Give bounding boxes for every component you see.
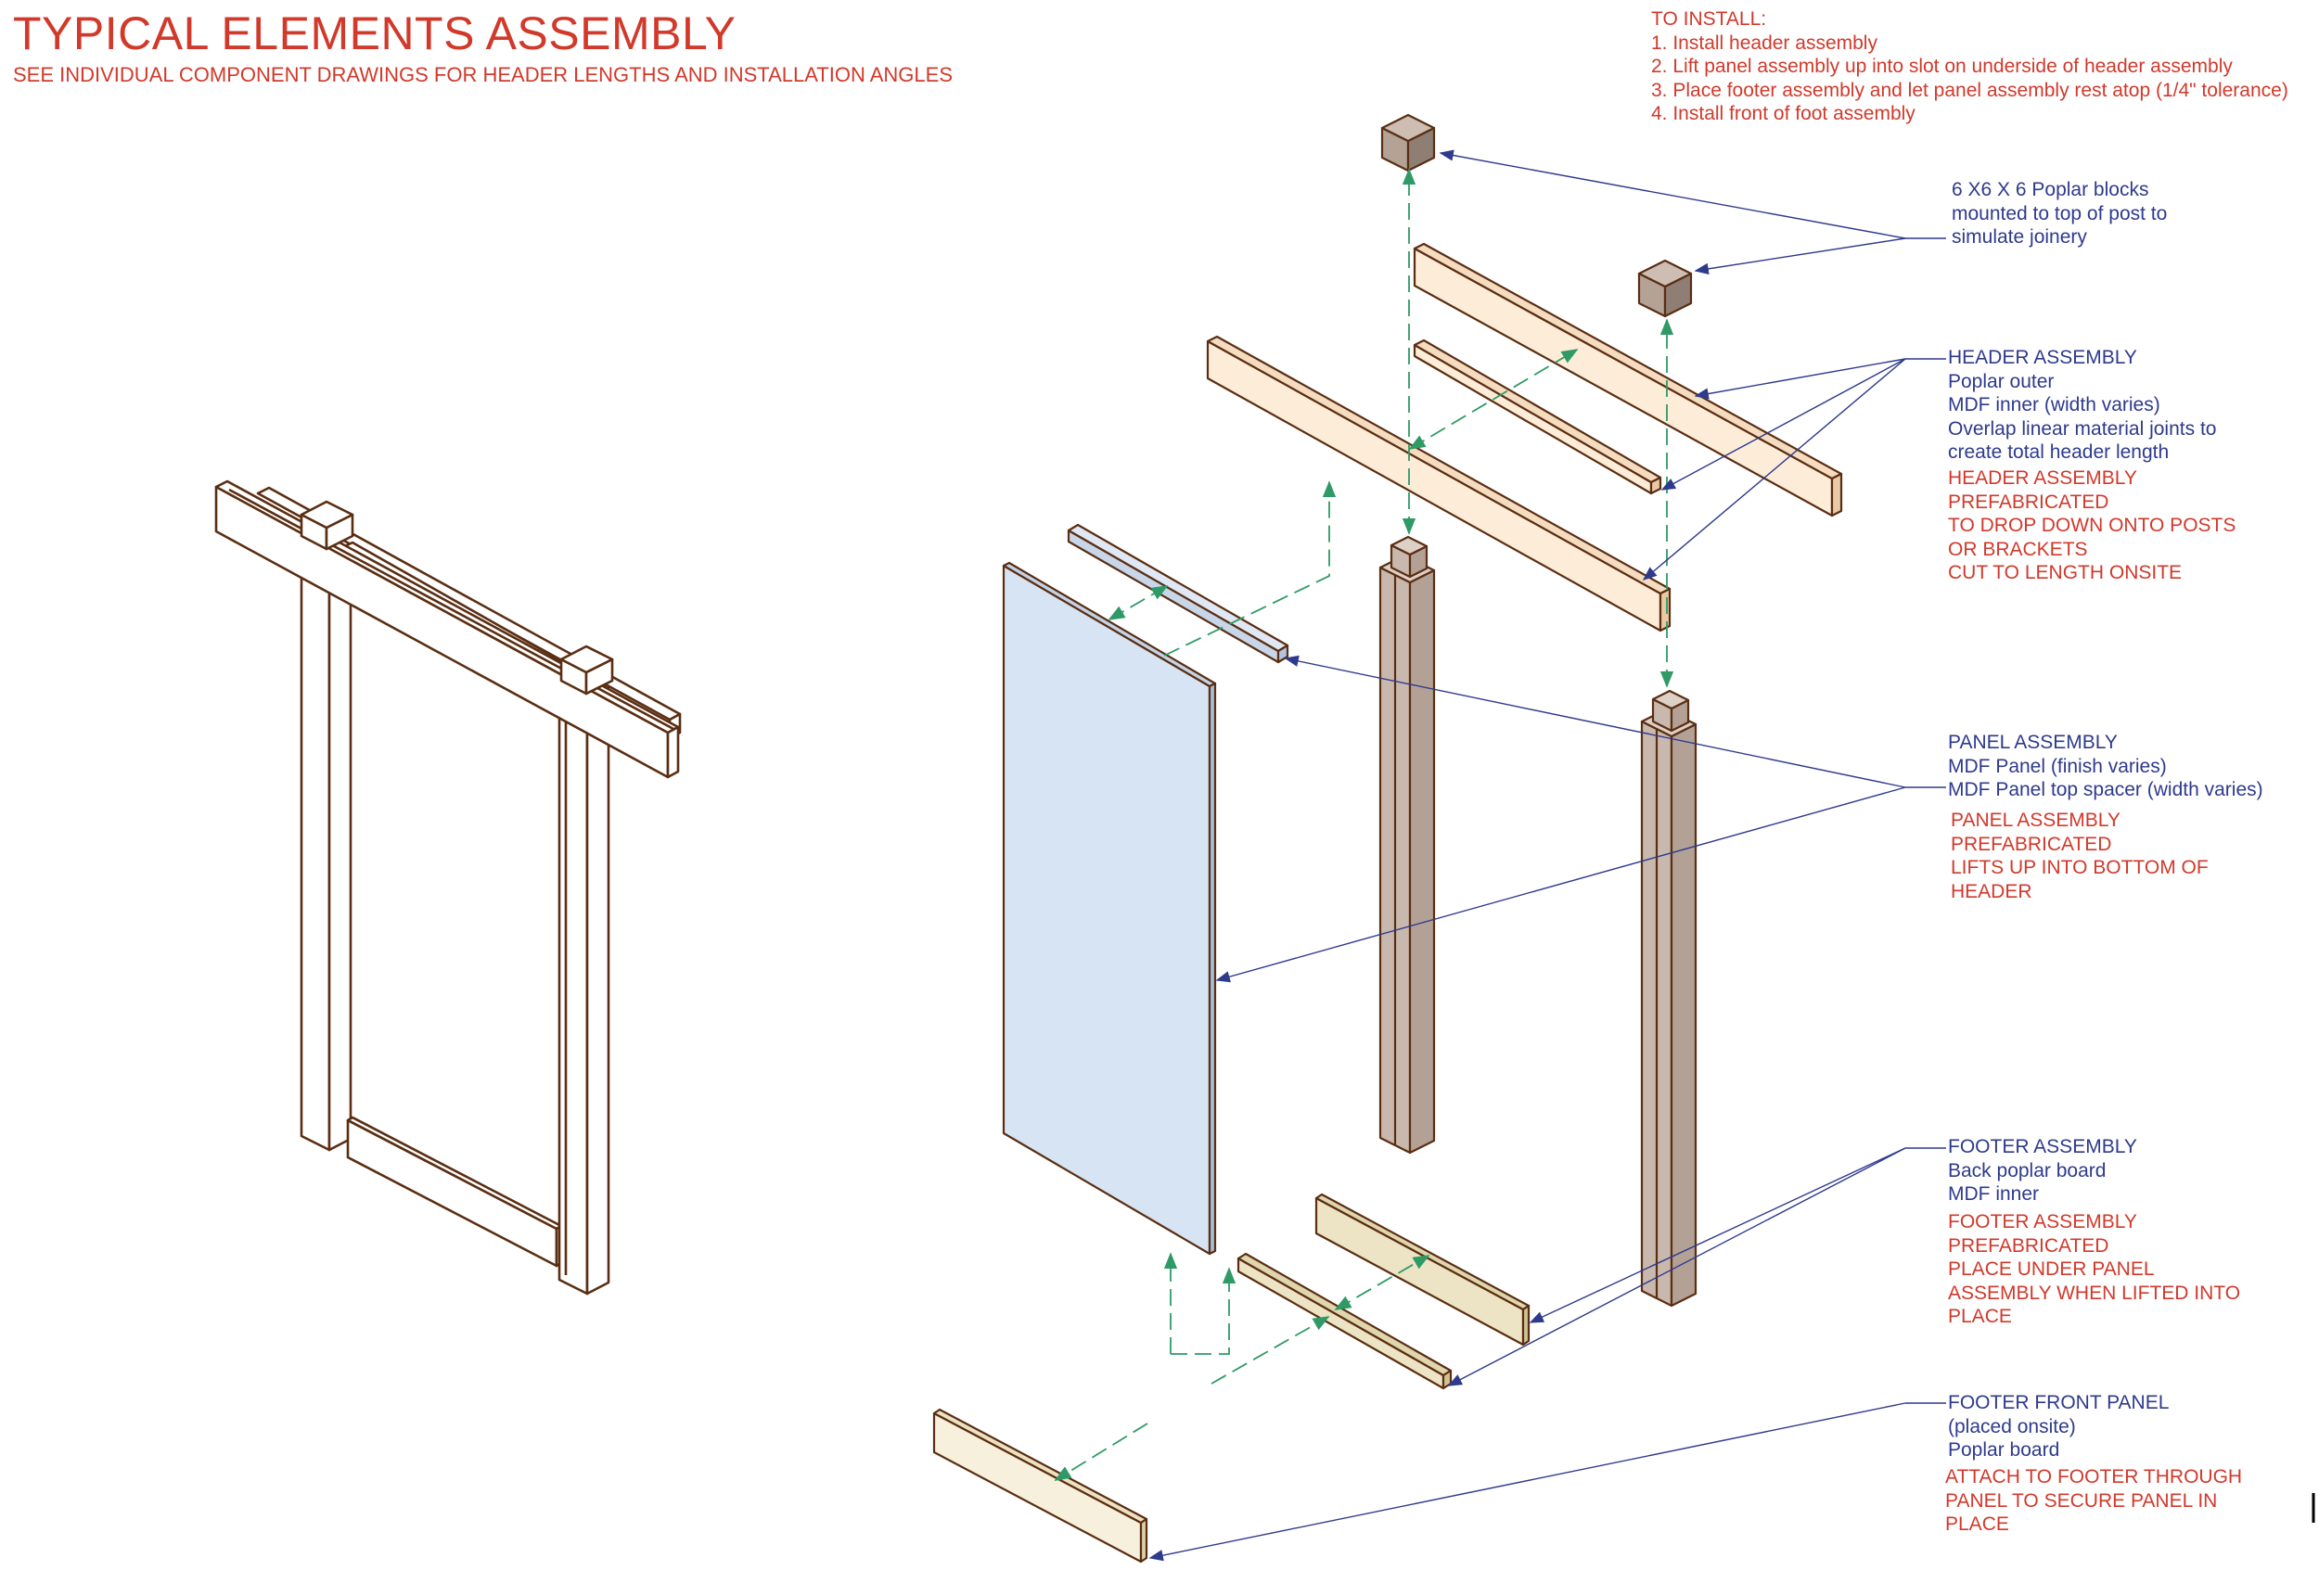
callout-note: TO DROP DOWN ONTO POSTS (1948, 515, 2236, 536)
install-step: 4. Install front of foot assembly (1651, 103, 1915, 124)
install-step: 2. Lift panel assembly up into slot on u… (1651, 56, 2233, 77)
callout-line: MDF inner (1948, 1183, 2040, 1205)
callout-note: PLACE (1948, 1306, 2012, 1327)
mdf-panel (1002, 561, 1217, 1256)
callout-line: HEADER ASSEMBLY (1948, 347, 2137, 368)
callout-note: FOOTER ASSEMBLY (1948, 1211, 2137, 1232)
callout-note: PREFABRICATED (1948, 491, 2109, 513)
callout-panel-notes: PANEL ASSEMBLY PREFABRICATED LIFTS UP IN… (1951, 809, 2209, 903)
callout-line: mounted to top of post to (1952, 202, 2168, 224)
callout-footer-notes: FOOTER ASSEMBLY PREFABRICATED PLACE UNDE… (1948, 1210, 2240, 1329)
callout-note: ATTACH TO FOOTER THROUGH (1945, 1466, 2243, 1487)
callout-line: (placed onsite) (1948, 1415, 2076, 1437)
callout-line: Poplar board (1948, 1439, 2060, 1461)
poplar-block-left (1380, 113, 1436, 172)
footer-front-panel (932, 1408, 1148, 1564)
callout-line: MDF Panel top spacer (width varies) (1948, 779, 2263, 800)
callout-panel-assembly: PANEL ASSEMBLY MDF Panel (finish varies)… (1948, 731, 2263, 802)
callout-note: PANEL TO SECURE PANEL IN (1945, 1489, 2218, 1512)
callout-note: OR BRACKETS (1948, 538, 2088, 560)
callout-line: Overlap linear material joints to (1948, 417, 2217, 440)
post-right (1640, 689, 1698, 1308)
assembled-footer (346, 1116, 563, 1268)
callout-line: MDF Panel (finish varies) (1948, 755, 2167, 777)
callout-line: Back poplar board (1948, 1159, 2107, 1181)
callout-line: PANEL ASSEMBLY (1948, 732, 2118, 753)
assembled-left-post (300, 517, 352, 1152)
assembled-header-outer (214, 479, 680, 779)
assembled-left-block (300, 500, 354, 551)
install-heading: TO INSTALL: (1651, 8, 1767, 30)
callout-note: PLACE (1945, 1513, 2009, 1535)
callout-note: PLACE UNDER PANEL (1948, 1258, 2155, 1280)
callout-note: HEADER ASSEMBLY (1948, 467, 2137, 489)
callout-line: Poplar outer (1948, 370, 2055, 392)
callout-line: FOOTER ASSEMBLY (1948, 1136, 2137, 1157)
callout-footer-front-panel: FOOTER FRONT PANEL (placed onsite) Popla… (1948, 1391, 2169, 1462)
assembly-guides (1054, 168, 1674, 1481)
callout-footer-assembly: FOOTER ASSEMBLY Back poplar board MDF in… (1948, 1135, 2137, 1207)
callout-line: create total header length (1948, 441, 2170, 463)
callout-header-assembly: HEADER ASSEMBLY Poplar outer MDF inner (… (1948, 346, 2216, 465)
assembled-right-block (559, 645, 614, 696)
callout-header-notes: HEADER ASSEMBLY PREFABRICATED TO DROP DO… (1948, 466, 2236, 585)
callout-note: PREFABRICATED (1948, 1234, 2109, 1257)
panel-top-spacer (1067, 523, 1289, 664)
callout-line: MDF inner (width varies) (1948, 394, 2160, 415)
post-left (1378, 535, 1436, 1155)
page-title: TYPICAL ELEMENTS ASSEMBLY (13, 7, 737, 59)
assembled-right-post (557, 666, 610, 1296)
callout-note: PREFABRICATED (1951, 833, 2112, 855)
callout-note: LIFTS UP INTO BOTTOM OF (1951, 857, 2209, 878)
callout-line: 6 X6 X 6 Poplar blocks (1952, 179, 2149, 200)
callout-footer-front-notes: ATTACH TO FOOTER THROUGH PANEL TO SECURE… (1945, 1465, 2242, 1537)
page-subtitle: SEE INDIVIDUAL COMPONENT DRAWINGS FOR HE… (13, 63, 953, 86)
install-step: 3. Place footer assembly and let panel a… (1651, 79, 2288, 101)
callout-line: simulate joinery (1952, 226, 2087, 248)
callout-note: HEADER (1951, 880, 2032, 902)
callout-note: CUT TO LENGTH ONSITE (1948, 562, 2183, 583)
callout-line: FOOTER FRONT PANEL (1948, 1392, 2170, 1413)
poplar-block-right (1637, 259, 1693, 318)
install-step: 1. Install header assembly (1651, 32, 1877, 54)
exploded-view (932, 113, 1843, 1564)
assembled-frame (214, 479, 682, 1296)
install-instructions: TO INSTALL: 1. Install header assembly 2… (1651, 7, 2288, 126)
leader-lines (1148, 149, 1946, 1562)
callout-poplar-blocks: 6 X6 X 6 Poplar blocks mounted to top of… (1952, 178, 2167, 249)
callout-note: PANEL ASSEMBLY (1951, 810, 2120, 831)
callout-note: ASSEMBLY WHEN LIFTED INTO (1948, 1282, 2241, 1304)
